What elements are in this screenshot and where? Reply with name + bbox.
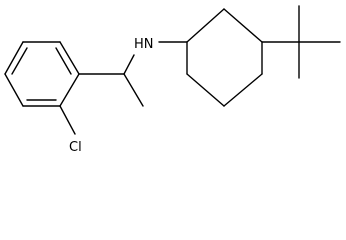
amine-label: HN [134,37,154,52]
bond-ring-4 [59,73,80,107]
bond-ring-6 [4,73,24,107]
bond-ring-1 [4,41,24,75]
bond-ring-3 [59,41,80,75]
bond-ch-nh [123,54,135,75]
double-bond-inner-2 [55,47,72,75]
chlorine-label: Cl [69,140,82,155]
double-bond-inner-1 [11,47,28,75]
bond-cy-1 [186,8,225,43]
bond-cy-5 [186,73,225,107]
bond-c-cl [59,105,76,135]
bond-cy-4 [223,73,263,107]
bond-cy-2 [223,8,263,43]
structure-diagram: Cl HN [4,5,341,155]
bond-ch-methyl [123,73,144,107]
cyclohexane-ring [186,8,263,107]
tert-butyl-group [261,5,341,79]
benzene-ring [4,41,80,107]
